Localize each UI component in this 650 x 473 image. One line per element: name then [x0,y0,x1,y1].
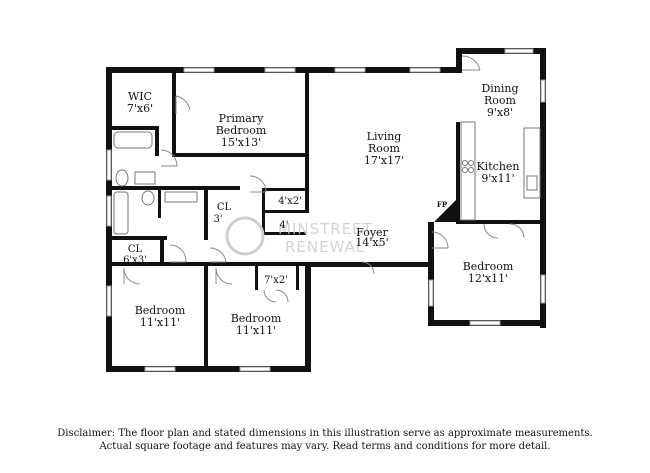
closet-west-size: 6'x3' [123,255,147,266]
foyer-size: 14'x5' [355,236,388,249]
wic-size: 7'x6' [127,102,153,115]
living-room-size: 17'x17' [364,154,404,167]
closet-7x2: 7'x2' [264,275,288,286]
interior-walls [112,73,546,370]
primary-bedroom-name2: Bedroom [216,124,267,137]
dining-room-name: Dining [481,82,518,95]
disclaimer-line1: Disclaimer: The floor plan and stated di… [57,428,593,439]
foyer-name: Foyer [356,226,388,239]
primary-bedroom-name: Primary [219,112,264,125]
bedroom-south-size: 11'x11' [236,324,276,337]
dining-room-name2: Room [484,94,517,107]
kitchen-name: Kitchen [477,160,520,173]
disclaimer-line2: Actual square footage and features may v… [99,441,551,452]
kitchen-size: 9'x11' [481,172,514,185]
closet-west-name: CL [128,244,143,255]
watermark: MINSTREET RENEWAL [225,216,373,256]
closet-center-name: CL [217,202,232,213]
bedroom-east-size: 12'x11' [468,272,508,285]
living-room-name2: Room [368,142,401,155]
closet-4x2-upper: 4'x2' [278,196,302,207]
room-labels: WIC 7'x6' Primary Bedroom 15'x13' Living… [123,82,519,337]
doors [123,55,525,303]
closet-center-size: 3' [213,214,222,225]
bedroom-sw-name: Bedroom [135,304,186,317]
disclaimer: Disclaimer: The floor plan and stated di… [0,427,650,453]
watermark-line1: MINSTREET [278,220,373,238]
wic-name: WIC [128,90,152,103]
bedroom-sw-size: 11'x11' [140,316,180,329]
watermark-line2: RENEWAL [285,238,365,256]
windows [106,48,546,372]
living-room-name: Living [367,130,402,143]
fixtures [113,121,541,235]
bedroom-south-name: Bedroom [231,312,282,325]
bedroom-east-name: Bedroom [463,260,514,273]
closet-4-lower: 4' [279,220,288,231]
fireplace-label: FP [437,200,448,209]
fireplace-shape [434,198,458,222]
dining-room-size: 9'x8' [487,106,513,119]
primary-bedroom-size: 15'x13' [221,136,261,149]
